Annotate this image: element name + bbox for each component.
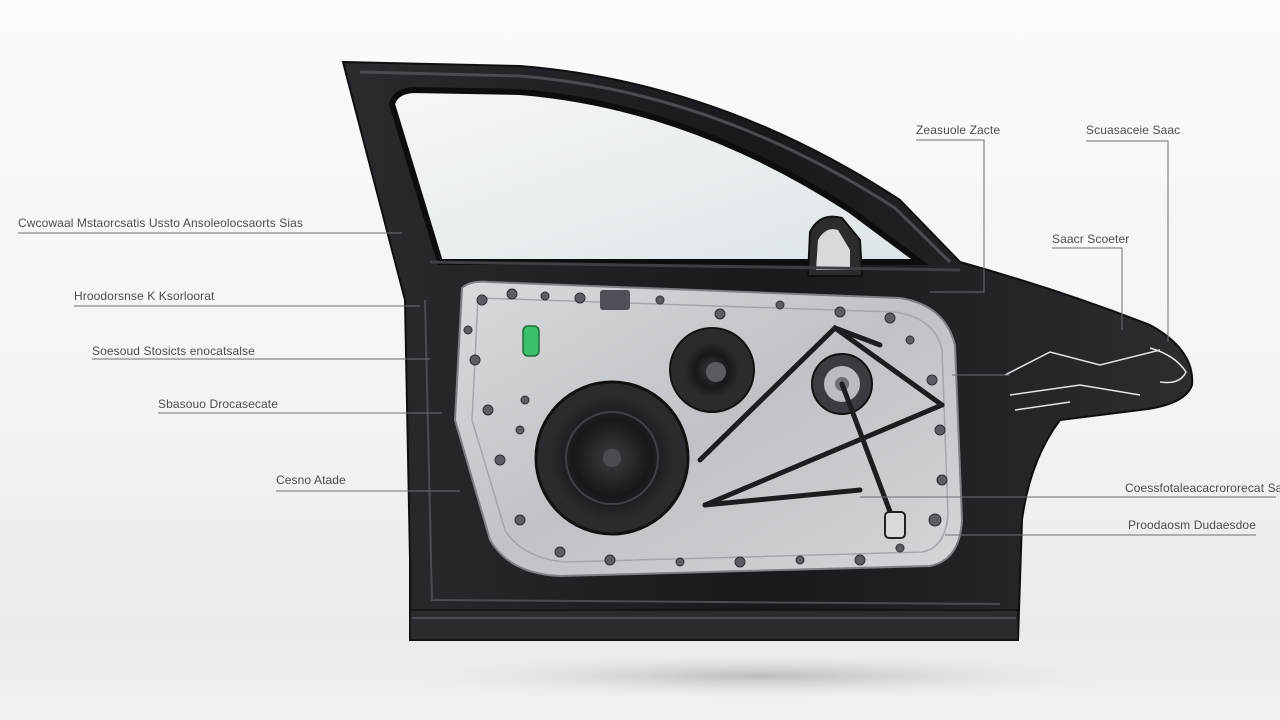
- callout-left-1: Cwcowaal Mstaorcsatis Ussto Ansoleolocsa…: [18, 216, 304, 230]
- mounting-holes: [463, 288, 948, 568]
- callout-right-3: Saacr Scoeter: [1052, 232, 1130, 246]
- green-clip: [522, 325, 540, 357]
- callout-left-3: Soesoud Stosicts enocatsalse: [92, 344, 255, 358]
- latch-assembly: [1004, 347, 1187, 411]
- window-frame-trim: [359, 70, 952, 264]
- main-speaker: [534, 380, 690, 536]
- door-sill: [409, 609, 1019, 641]
- lower-bracket: [884, 511, 906, 539]
- callout-right-2: Scuasaceie Saac: [1086, 123, 1181, 137]
- callout-left-2: Hroodorsnse K Ksorloorat: [74, 289, 215, 303]
- callout-left-4: Sbasouo Drocasecate: [158, 397, 278, 411]
- leader-lines-right: [860, 139, 1276, 536]
- callout-right-1: Zeasuole Zacte: [916, 123, 1001, 137]
- regulator-arms: [697, 324, 945, 528]
- callout-right-4: Coessfotaleacacrororecat Sas: [1125, 481, 1280, 495]
- bracket-plate: [600, 290, 630, 310]
- callout-right-5: Proodaosm Dudaesdoe: [1128, 518, 1256, 532]
- tweeter-speaker: [669, 327, 755, 413]
- window-glass: [388, 86, 930, 265]
- belt-line: [429, 260, 961, 272]
- floor-shadow: [400, 654, 1120, 698]
- callout-left-5: Cesno Atade: [276, 473, 346, 487]
- leader-lines-left: [18, 232, 460, 492]
